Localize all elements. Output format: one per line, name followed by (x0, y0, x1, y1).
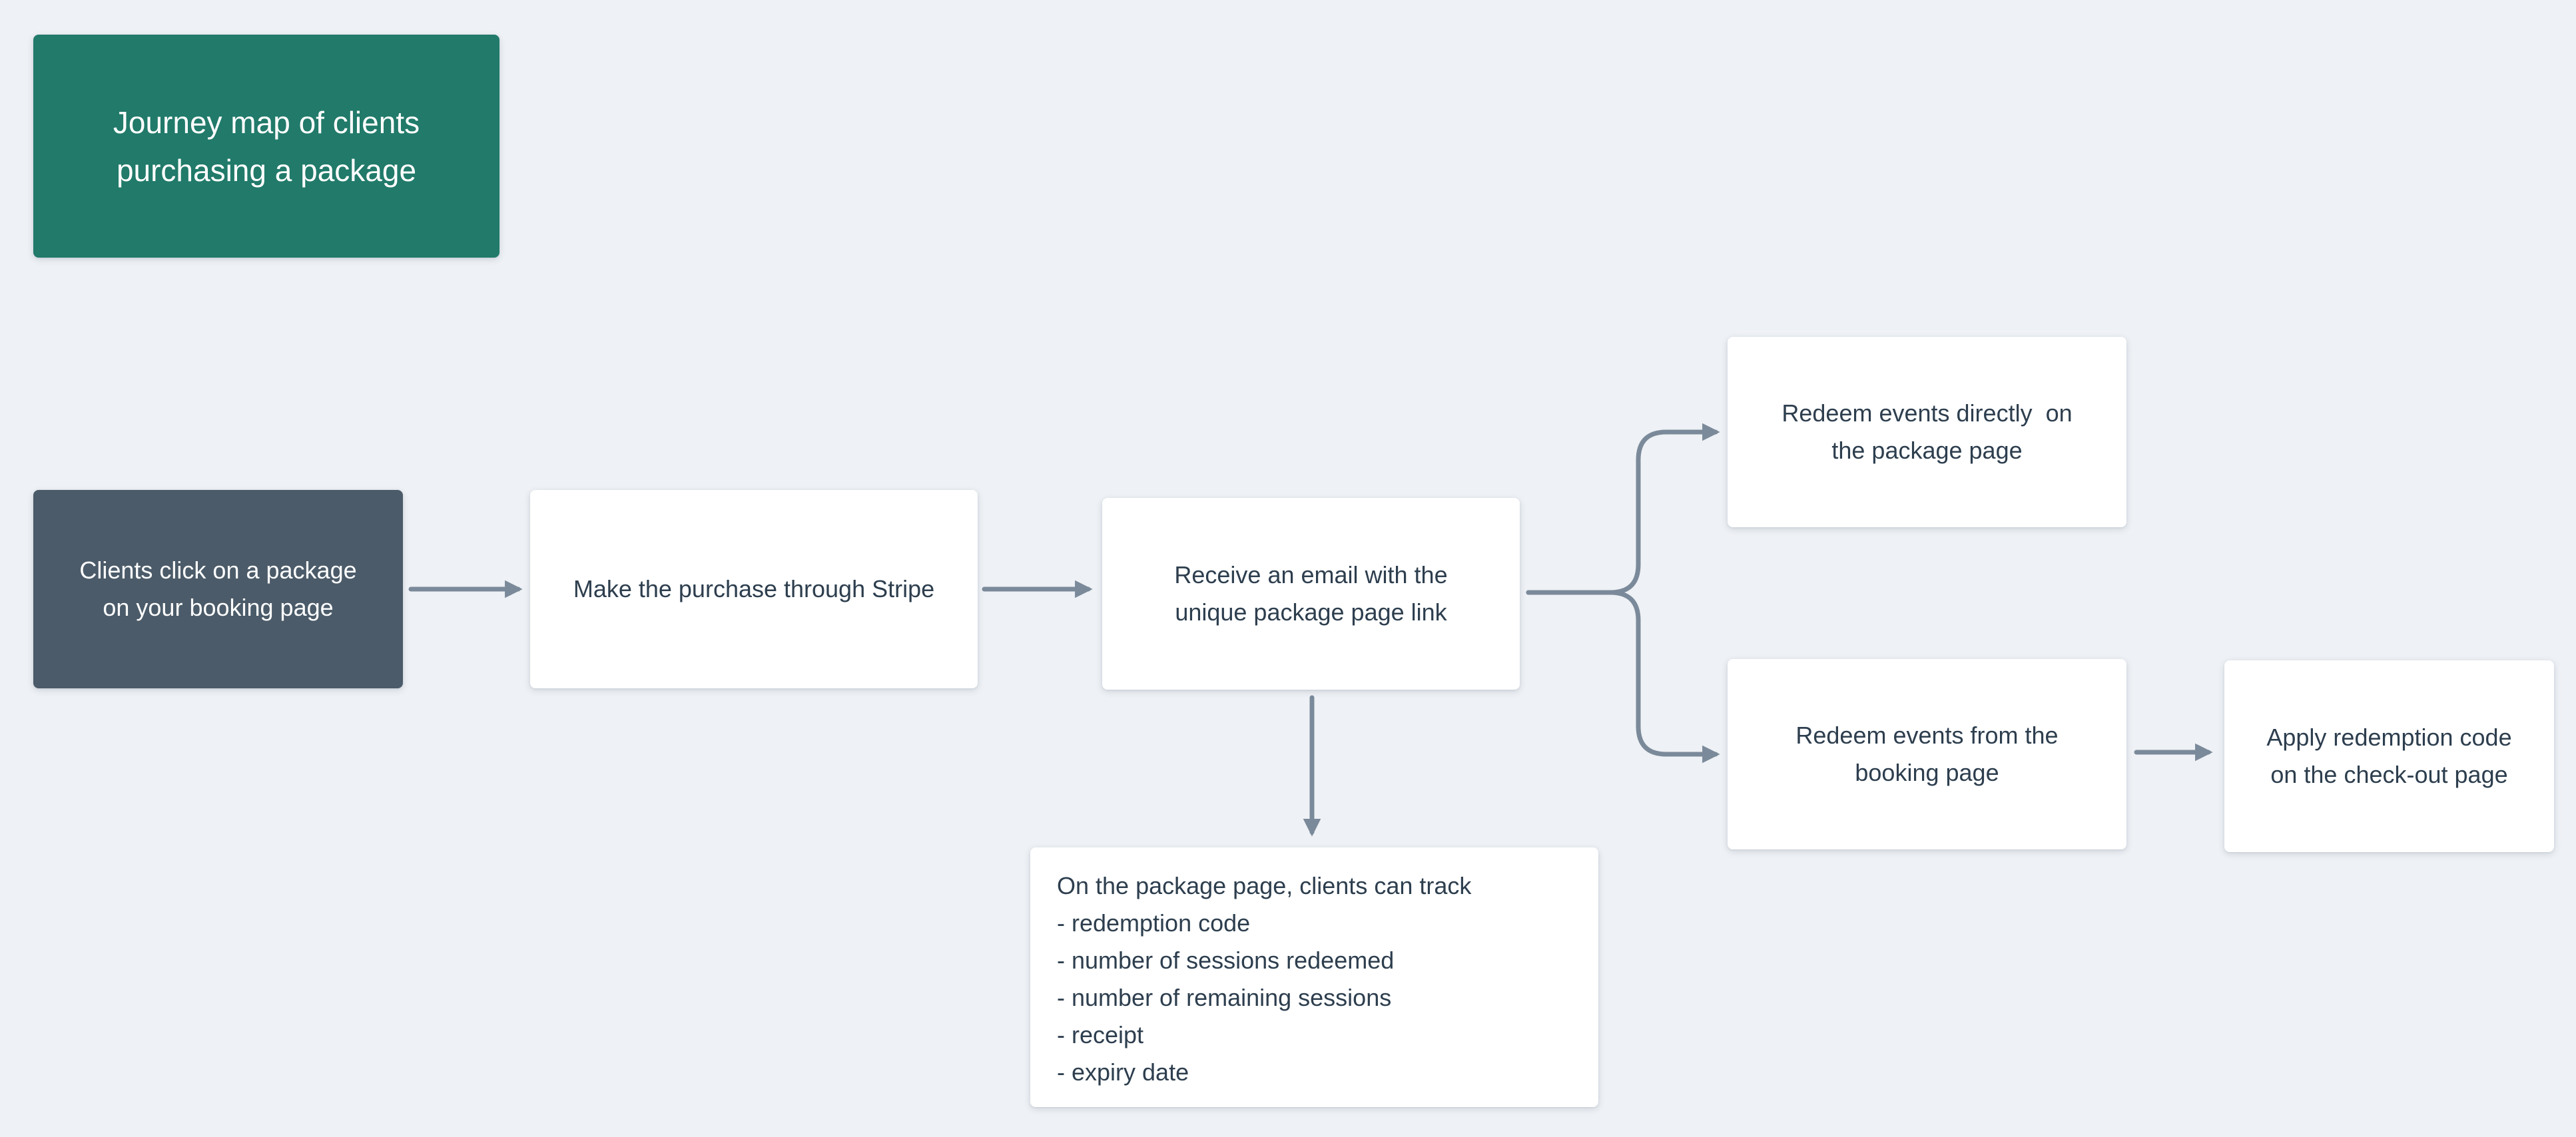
node-label: Make the purchase through Stripe (530, 570, 978, 608)
node-redeem-booking-page[interactable]: Redeem events from the booking page (1728, 659, 2126, 849)
note-item-redemption-code: - redemption code (1057, 909, 1251, 937)
node-line-2: on your booking page (103, 594, 334, 621)
node-line-2: the package page (1831, 437, 2023, 464)
note-item-receipt: - receipt (1057, 1021, 1144, 1048)
node-label: Redeem events from the booking page (1728, 717, 2126, 792)
note-item-expiry-date: - expiry date (1057, 1058, 1189, 1086)
node-line-1: Make the purchase through Stripe (573, 575, 935, 602)
title-line-2: purchasing a package (116, 152, 417, 188)
node-label: Apply redemption code on the check-out p… (2224, 719, 2554, 794)
node-line-1: Apply redemption code (2266, 724, 2512, 751)
node-line-1: Clients click on a package (79, 557, 357, 584)
node-label: Journey map of clients purchasing a pack… (33, 99, 499, 194)
connector-email-to-redeem-package-page (1526, 423, 1720, 595)
note-title: On the package page, clients can track (1057, 872, 1472, 899)
title-line-1: Journey map of clients (113, 105, 420, 140)
node-journey-title[interactable]: Journey map of clients purchasing a pack… (33, 35, 499, 258)
node-line-2: on the check-out page (2270, 761, 2508, 788)
node-label: Clients click on a package on your booki… (33, 552, 403, 626)
note-item-remaining-sessions: - number of remaining sessions (1057, 984, 1392, 1011)
node-label: Redeem events directly on the package pa… (1728, 395, 2126, 469)
note-item-sessions-redeemed: - number of sessions redeemed (1057, 947, 1395, 974)
node-clients-click-package[interactable]: Clients click on a package on your booki… (33, 490, 403, 688)
node-redeem-package-page[interactable]: Redeem events directly on the package pa… (1728, 337, 2126, 527)
node-apply-redemption-code[interactable]: Apply redemption code on the check-out p… (2224, 660, 2554, 852)
node-package-page-tracking-note[interactable]: On the package page, clients can track -… (1030, 847, 1598, 1107)
node-label: Receive an email with the unique package… (1102, 557, 1520, 631)
node-line-2: unique package page link (1175, 598, 1447, 626)
node-receive-email-link[interactable]: Receive an email with the unique package… (1102, 498, 1520, 690)
node-line-1: Receive an email with the (1174, 561, 1448, 588)
node-line-1: Redeem events from the (1795, 722, 2059, 749)
node-make-purchase-stripe[interactable]: Make the purchase through Stripe (530, 490, 978, 688)
connector-email-to-redeem-booking-page (1526, 590, 1720, 764)
node-line-2: booking page (1855, 759, 1999, 786)
node-line-1: Redeem events directly on (1781, 399, 2073, 427)
